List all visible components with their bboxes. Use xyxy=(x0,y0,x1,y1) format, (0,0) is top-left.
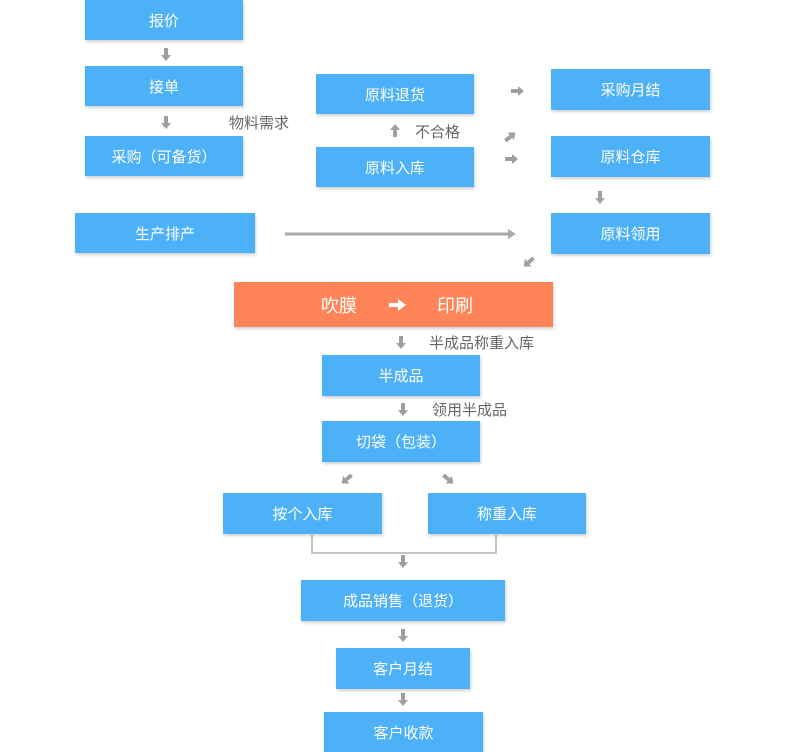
arrow-down xyxy=(396,336,406,349)
node-purchase-monthly: 采购月结 xyxy=(551,69,710,110)
arrow-down xyxy=(398,555,408,568)
arrow-down xyxy=(398,693,408,706)
node-film-printing: 吹膜 印刷 xyxy=(234,282,553,327)
node-material-return: 原料退货 xyxy=(316,74,474,114)
node-receive-order: 接单 xyxy=(85,66,243,106)
arrow-up xyxy=(390,124,400,137)
node-material-requisition: 原料领用 xyxy=(551,213,710,254)
node-bag-cutting: 切袋（包装） xyxy=(322,421,480,462)
arrow-diagonal-down-left xyxy=(523,256,535,267)
production-flow-arrowhead xyxy=(508,229,516,239)
arrow-diagonal-down-left xyxy=(341,473,353,484)
arrow-down xyxy=(398,403,408,416)
node-customer-monthly: 客户月结 xyxy=(336,648,470,689)
node-printing: 印刷 xyxy=(437,295,473,317)
arrow-right xyxy=(505,154,518,164)
node-sales: 成品销售（退货） xyxy=(301,580,505,621)
arrow-diagonal-down-right xyxy=(442,473,454,484)
node-quote: 报价 xyxy=(85,0,243,40)
merge-bracket xyxy=(311,535,497,554)
label-semi-weigh-inbound: 半成品称重入库 xyxy=(429,334,535,352)
arrow-down xyxy=(595,191,605,204)
node-material-inbound: 原料入库 xyxy=(316,147,474,187)
node-purchase: 采购（可备货） xyxy=(85,136,243,176)
node-inbound-by-weight: 称重入库 xyxy=(428,493,586,534)
label-semi-requisition: 领用半成品 xyxy=(432,401,508,419)
label-material-demand: 物料需求 xyxy=(229,114,290,132)
arrow-right xyxy=(511,86,524,96)
arrow-right-white-icon xyxy=(389,299,406,311)
arrow-diagonal-up-right xyxy=(504,132,516,143)
node-production-schedule: 生产排产 xyxy=(75,213,255,253)
node-material-warehouse: 原料仓库 xyxy=(551,136,710,177)
arrow-down xyxy=(398,629,408,642)
node-semi-finished: 半成品 xyxy=(322,355,480,396)
node-customer-payment: 客户收款 xyxy=(324,712,483,752)
node-inbound-by-piece: 按个入库 xyxy=(223,493,382,534)
label-unqualified: 不合格 xyxy=(415,123,461,141)
arrow-down xyxy=(161,48,171,61)
node-blown-film: 吹膜 xyxy=(321,295,357,317)
arrow-down xyxy=(161,116,171,129)
